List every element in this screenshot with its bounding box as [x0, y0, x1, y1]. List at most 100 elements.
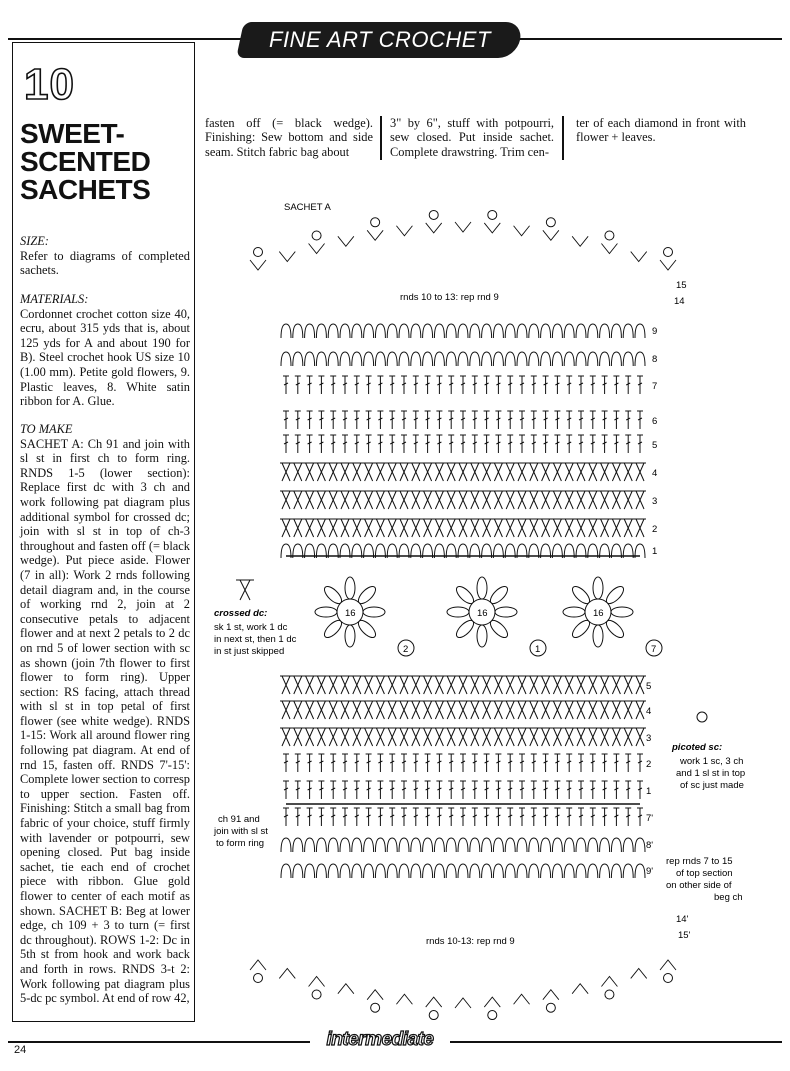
- chain-arch: [374, 543, 386, 559]
- chain-arch: [528, 543, 540, 559]
- crossed-dc-symbol: [291, 727, 304, 747]
- crossed-dc-symbol: [504, 462, 517, 482]
- chain-arch: [339, 351, 351, 367]
- crossed-dc-symbol: [303, 675, 316, 695]
- chain-arch: [304, 323, 316, 339]
- crossed-dc-symbol: [527, 462, 540, 482]
- chain-arch: [599, 863, 611, 879]
- flower-petal: [592, 624, 604, 648]
- picot-chain: [366, 988, 384, 1000]
- dc-symbol: [294, 375, 301, 394]
- dc-symbol: [601, 753, 608, 772]
- dc-symbol: [495, 753, 502, 772]
- crossed-dc-symbol: [315, 462, 328, 482]
- chain-arch: [315, 323, 327, 339]
- chain-arch: [457, 323, 469, 339]
- crossed-dc-symbol: [610, 490, 623, 510]
- dc-symbol: [412, 807, 419, 826]
- dc-symbol: [377, 753, 384, 772]
- crossed-dc-symbol: [598, 727, 611, 747]
- row-label: 8: [652, 354, 657, 365]
- chain-arch: [610, 543, 622, 559]
- dc-symbol: [342, 780, 348, 799]
- materials-section: MATERIALS: Cordonnet crochet cotton size…: [20, 292, 190, 409]
- chain-arch: [363, 323, 375, 339]
- section-banner: FINE ART CROCHET: [236, 22, 524, 58]
- crossed-dc-symbol: [527, 727, 540, 747]
- crossed-dc-symbol: [504, 518, 517, 538]
- dc-symbol: [542, 410, 549, 429]
- crossed-dc-symbol: [575, 518, 587, 538]
- crossed-dc-symbol: [586, 675, 599, 695]
- chain-arch: [351, 837, 363, 853]
- dc-symbol: [601, 375, 608, 394]
- chain-arch: [469, 323, 481, 339]
- crossed-dc-symbol: [350, 518, 363, 538]
- picot-symbol: [370, 1002, 381, 1013]
- chain-arch: [634, 863, 646, 879]
- chain-arch: [292, 543, 304, 559]
- flower-petal: [592, 576, 604, 600]
- crossed-dc-symbol: [468, 700, 481, 720]
- chain-arch: [622, 863, 634, 879]
- dc-symbol: [294, 434, 301, 453]
- crossed-dc-symbol: [516, 675, 528, 695]
- picot-symbol: [311, 230, 322, 241]
- chain-arch: [587, 351, 599, 367]
- text-column-1: fasten off (= black wedge). Finishing: S…: [205, 116, 373, 159]
- dc-symbol: [519, 434, 525, 453]
- dc-symbol: [424, 780, 431, 799]
- crossed-dc-symbol: [327, 462, 340, 482]
- crossed-dc-symbol: [433, 675, 446, 695]
- dc-symbol: [507, 807, 514, 826]
- chain-arch: [551, 323, 563, 339]
- column-divider: [562, 116, 564, 160]
- dc-symbol: [530, 807, 537, 826]
- crossed-dc-symbol: [421, 462, 434, 482]
- chain-arch: [445, 837, 457, 853]
- picot-chain: [659, 959, 677, 971]
- dc-symbol: [330, 410, 337, 429]
- row-label: 2: [646, 759, 651, 770]
- dc-symbol: [589, 807, 596, 826]
- rep-text: of top section: [676, 868, 733, 879]
- crossed-dc-symbol: [280, 675, 292, 695]
- crossed-dc-symbol: [445, 490, 458, 510]
- chain-arch: [575, 837, 587, 853]
- dc-symbol: [566, 434, 573, 453]
- row-label: 15: [676, 280, 687, 291]
- dc-symbol: [424, 753, 431, 772]
- crossed-dc-symbol: [409, 462, 422, 482]
- chain-arch: [599, 837, 611, 853]
- dc-symbol: [365, 434, 372, 453]
- dc-symbol: [554, 410, 561, 429]
- dc-symbol: [637, 375, 643, 394]
- crossed-dc-symbol: [374, 490, 387, 510]
- dc-symbol: [637, 780, 643, 799]
- crossed-dc-symbol: [457, 462, 469, 482]
- crossed-dc-symbol: [398, 727, 410, 747]
- row-label: 3: [652, 496, 657, 507]
- size-text: Refer to diagrams of completed sachets.: [20, 248, 190, 278]
- chain-arch: [374, 323, 386, 339]
- dc-symbol: [389, 753, 396, 772]
- dc-symbol: [412, 780, 419, 799]
- rep-text: rep rnds 7 to 15: [666, 856, 733, 867]
- chain-arch: [433, 543, 445, 559]
- crossed-dc-symbol: [563, 700, 576, 720]
- dc-symbol: [412, 434, 419, 453]
- chain-arch: [363, 351, 375, 367]
- flower-petal: [344, 576, 356, 600]
- chain-arch: [339, 837, 351, 853]
- crossed-dc-symbol: [468, 727, 481, 747]
- flower-center: [584, 598, 612, 626]
- dc-symbol: [401, 753, 407, 772]
- crossed-dc-symbol: [622, 518, 635, 538]
- chain-arch: [528, 837, 540, 853]
- dc-symbol: [365, 375, 372, 394]
- chain-arch: [304, 351, 316, 367]
- flower-number-circle: [529, 639, 547, 657]
- chain-arch: [433, 837, 445, 853]
- dc-symbol: [318, 410, 325, 429]
